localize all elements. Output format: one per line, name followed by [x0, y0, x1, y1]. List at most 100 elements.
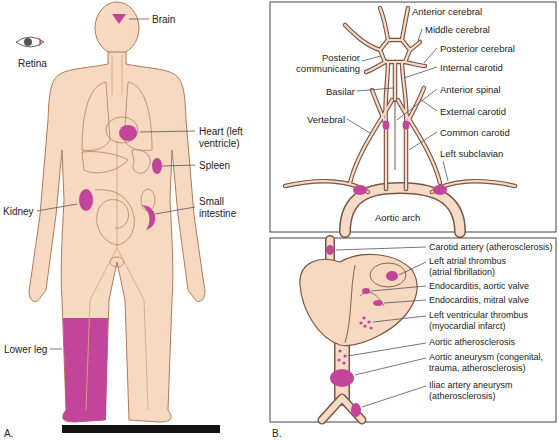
arterial-tree-panel-part: [285, 8, 515, 192]
embolic-sources-panel-part: [342, 361, 345, 364]
embolic-sources-panel-part: [373, 300, 383, 306]
body-figure-part: [82, 152, 128, 173]
embolic-sources-panel-part: [362, 288, 370, 294]
arterial-tree-panel-part-part: [350, 100, 392, 183]
embolic-sources-panel-part: [360, 292, 384, 306]
body-figure-part: [152, 158, 162, 174]
embolic-sources-panel-part: [330, 369, 354, 387]
body-figure-part: [16, 37, 44, 47]
embolic-sources-panel-part: [343, 354, 346, 357]
embolic-sources-panel-part: [362, 316, 365, 319]
arterial-tree-panel-part-part: [372, 90, 386, 125]
embolic-sources-panel-part: [370, 263, 406, 287]
artery-label: Anterior spinal: [440, 84, 501, 95]
organ-label: Lower leg: [4, 344, 47, 356]
embolic-sources-panel-part: [322, 398, 362, 420]
embolic-sources-panel-part-part: [322, 398, 362, 420]
source-label: Left atrial thrombus (atrial fibrillatio…: [429, 256, 529, 278]
arterial-tree-panel-part: [403, 121, 410, 130]
arterial-tree-panel-part-part: [345, 25, 420, 50]
arterial-tree-panel-part: [270, 2, 556, 232]
embolic-sources-panel-part: [337, 358, 340, 361]
body-figure-part: [37, 19, 195, 349]
body-figure-part: [112, 14, 126, 24]
embolic-sources-panel-part: [363, 324, 366, 327]
body-figure-part: [29, 52, 205, 422]
body-figure-part: [110, 257, 124, 267]
arterial-tree-panel-part-part: [404, 125, 409, 189]
artery-label: Middle cerebral: [425, 24, 490, 35]
source-label: Aortic atherosclerosis: [429, 337, 515, 348]
arterial-tree-panel-part: [383, 121, 390, 130]
arterial-tree-panel-part-part: [393, 62, 398, 100]
embolic-sources-panel-part: [270, 238, 556, 422]
source-label: Left ventricular thrombus (myocardial in…: [429, 310, 547, 332]
embolic-sources-panel-part: [336, 247, 426, 407]
artery-label: Vertebral: [307, 114, 345, 125]
embolic-sources-panel-part: [367, 320, 370, 323]
embolic-sources-panel-part-part: [322, 398, 362, 420]
arterial-tree-panel-part: [395, 100, 396, 170]
embolic-sources-panel-part: [338, 349, 341, 352]
embolic-sources-panel-part: [345, 265, 355, 343]
body-figure-part: [86, 55, 148, 410]
arterial-tree-panel-part-part: [380, 40, 410, 62]
organ-label: Spleen: [199, 160, 230, 172]
source-label: Endocarditis, mitral valve: [429, 295, 529, 306]
artery-label: External carotid: [440, 106, 506, 117]
arterial-tree-panel-part-part: [394, 62, 396, 100]
arterial-tree-panel-part: [347, 29, 448, 181]
embolic-sources-panel-part: [322, 398, 362, 420]
organ-label: Retina: [18, 58, 47, 70]
artery-label: Anterior cerebral: [412, 6, 482, 17]
body-figure-part: [24, 38, 32, 46]
artery-label: Internal carotid: [440, 62, 503, 73]
body-figure-part: [132, 150, 150, 173]
arterial-tree-panel-part: [353, 185, 367, 195]
arterial-tree-panel-part-part: [405, 125, 407, 189]
source-label: Carotid artery (atherosclerosis): [429, 242, 553, 253]
embolic-sources-panel-part: [300, 254, 417, 345]
arterial-tree-panel-part-part: [380, 8, 408, 40]
body-figure-part: [95, 190, 134, 245]
artery-label: Posterior communicating: [280, 52, 360, 75]
embolic-sources-panel-part: [326, 245, 334, 255]
arterial-tree-panel-part-part: [398, 100, 440, 183]
embolic-sources-panel-part: [351, 403, 361, 417]
artery-label: Common carotid: [440, 127, 510, 138]
embolic-sources-panel: [270, 238, 556, 422]
source-label: Endocarditis, aortic valve: [429, 281, 529, 292]
artery-label: Aortic arch: [375, 212, 420, 223]
body-figure: [16, 2, 220, 433]
organ-label: Heart (left ventricle): [199, 126, 267, 150]
arterial-tree-panel-part-part: [380, 40, 410, 62]
embolic-sources-panel-part: [369, 326, 372, 329]
arterial-tree-panel-part-part: [380, 8, 408, 40]
arterial-tree-panel-part-part: [385, 62, 388, 125]
arterial-tree-panel-part: [285, 8, 515, 192]
body-figure-part: [79, 189, 93, 211]
artery-label: Left subclavian: [440, 148, 503, 159]
arterial-tree-panel-part-part: [384, 125, 389, 189]
embolic-sources-panel-part: [386, 271, 398, 281]
arterial-tree-panel-part-part: [398, 100, 440, 183]
body-figure-part: [62, 425, 220, 433]
body-figure-part: [119, 125, 137, 141]
body-figure-part: [63, 318, 108, 422]
organ-label: Kidney: [3, 206, 34, 218]
arterial-tree-panel-part-part: [366, 62, 425, 72]
source-label: Iliac artery aneurysm (atherosclerosis): [429, 380, 547, 402]
body-figure-part: [142, 205, 155, 230]
body-figure-part: [82, 82, 110, 151]
organ-label: Small intestine: [199, 196, 249, 220]
arterial-tree-panel: [270, 2, 556, 232]
arterial-tree-panel-part-part: [385, 62, 388, 125]
embolic-sources-panel-part: [359, 321, 362, 324]
body-figure-part: [106, 117, 138, 143]
organ-label: Brain: [152, 14, 175, 26]
artery-label: Basilar: [326, 86, 355, 97]
artery-label: Posterior cerebral: [440, 43, 515, 54]
panel-letter: A.: [4, 428, 13, 440]
body-figure-part: [95, 2, 139, 54]
